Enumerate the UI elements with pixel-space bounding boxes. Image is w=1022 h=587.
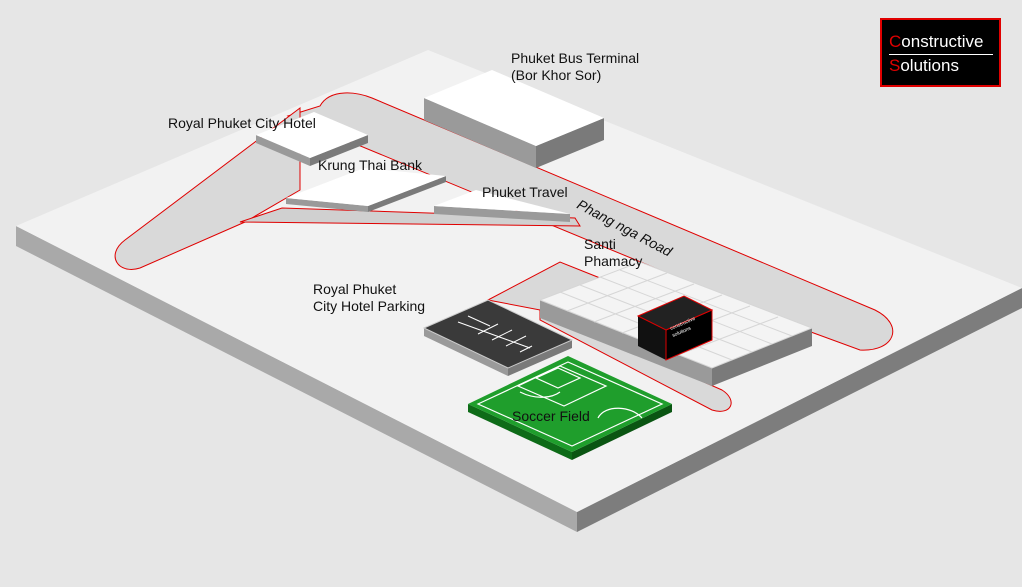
logo-line2-first: S — [889, 56, 901, 75]
krung-thai-building — [286, 168, 446, 212]
logo-line1: Constructive — [889, 32, 983, 52]
constructive-solutions-logo: Constructive Solutions — [880, 18, 1001, 87]
logo-line1-first: C — [889, 32, 902, 51]
label-phuket-travel: Phuket Travel — [482, 184, 568, 200]
label-bus-terminal-line1: Phuket Bus Terminal — [511, 50, 640, 66]
logo-divider — [889, 54, 993, 55]
phuket-travel-building — [434, 190, 570, 222]
logo-line1-rest: onstructive — [901, 32, 984, 51]
label-parking-line1: Royal Phuket — [313, 281, 397, 297]
hotel-parking — [422, 299, 574, 376]
label-bus-terminal-line2: (Bor Khor Sor) — [511, 67, 602, 83]
label-santi-line2: Phamacy — [584, 253, 643, 269]
logo-line2: Solutions — [889, 56, 959, 76]
label-santi: Santi Phamacy — [584, 236, 642, 270]
label-parking: Royal Phuket City Hotel Parking — [313, 281, 425, 315]
soccer-field — [468, 356, 672, 460]
bus-terminal-building — [424, 70, 604, 168]
label-parking-line2: City Hotel Parking — [313, 298, 426, 314]
label-soccer: Soccer Field — [512, 408, 590, 424]
label-bus-terminal: Phuket Bus Terminal (Bor Khor Sor) — [511, 50, 639, 84]
royal-hotel-building — [256, 112, 368, 166]
logo-line2-rest: olutions — [900, 56, 959, 75]
label-royal-hotel: Royal Phuket City Hotel — [168, 115, 316, 131]
constructive-solutions-building: constructive solutions — [636, 295, 714, 361]
label-santi-line1: Santi — [584, 236, 616, 252]
label-krung-thai: Krung Thai Bank — [318, 157, 423, 173]
